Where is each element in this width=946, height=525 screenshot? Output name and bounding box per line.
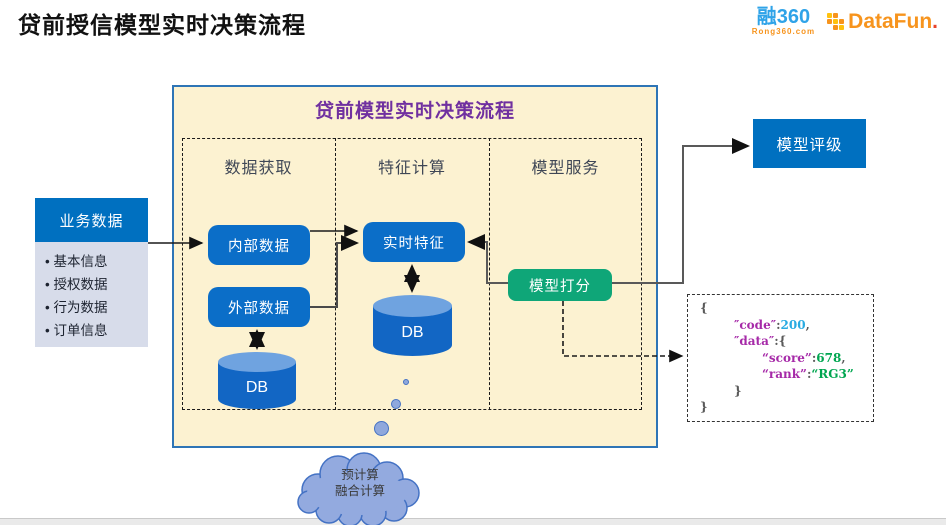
list-item: 行为数据 <box>45 296 142 319</box>
node-realtime-features: 实时特征 <box>363 222 465 262</box>
database-icon <box>218 352 296 409</box>
list-item: 基本信息 <box>45 250 142 273</box>
rong360-logo-text: 融360 <box>756 6 811 28</box>
database-cylinder-1: DB <box>218 352 296 410</box>
datafun-logo-dot: . <box>932 9 938 33</box>
thought-dot-small <box>403 379 409 385</box>
json-key-data: ″data″ <box>734 334 775 348</box>
cloud-icon <box>297 452 420 525</box>
json-value-code: 200 <box>780 317 806 332</box>
db-label: DB <box>245 378 269 396</box>
business-data-header: 业务数据 <box>35 198 148 242</box>
database-icon <box>373 295 452 356</box>
list-item: 订单信息 <box>45 319 142 342</box>
json-value-rank: “RG3” <box>811 367 854 381</box>
datafun-logo-text: DataFun <box>848 9 933 33</box>
rong360-logo: 融360 Rong360.com <box>752 7 815 36</box>
json-value-score: 678 <box>816 350 842 365</box>
business-data-list: 基本信息 授权数据 行为数据 订单信息 <box>35 242 148 347</box>
rong360-logo-subtext: Rong360.com <box>751 27 816 36</box>
node-external-data: 外部数据 <box>208 287 310 327</box>
logo-area: 融360 Rong360.com DataFun. <box>752 7 938 36</box>
cloud-text: 预计算 融合计算 <box>288 467 432 499</box>
node-internal-data: 内部数据 <box>208 225 310 265</box>
json-key-code: ″code″ <box>734 317 777 332</box>
cloud-line-1: 预计算 <box>341 468 379 482</box>
json-response-box: { ″code″:200, ″data″:{ “score”:678, “ran… <box>687 294 874 422</box>
thought-dot-large <box>374 421 389 436</box>
node-model-scoring: 模型打分 <box>508 269 612 301</box>
json-brace: { <box>700 301 708 315</box>
window-bottom-strip <box>0 518 946 525</box>
datafun-logo: DataFun. <box>827 10 938 34</box>
list-item: 授权数据 <box>45 273 142 296</box>
stage-label-data-acquisition: 数据获取 <box>224 160 293 177</box>
stage-divider-1 <box>335 138 336 410</box>
stage-label-feature-computation: 特征计算 <box>377 160 446 177</box>
stage-divider-2 <box>489 138 490 410</box>
node-model-rating: 模型评级 <box>753 119 866 168</box>
datafun-pixel-icon <box>827 13 845 30</box>
database-cylinder-2: DB <box>373 295 452 357</box>
page-title: 贷前授信模型实时决策流程 <box>18 12 306 38</box>
json-brace: } <box>700 400 708 414</box>
cloud-callout: 预计算 融合计算 <box>288 450 432 525</box>
db-label: DB <box>401 323 424 341</box>
json-brace: } <box>734 383 742 398</box>
stage-label-model-service: 模型服务 <box>531 160 600 177</box>
json-key-rank: “rank” <box>762 367 807 381</box>
cloud-line-2: 融合计算 <box>334 484 385 498</box>
json-key-score: “score” <box>762 350 812 365</box>
thought-dot-medium <box>391 399 401 409</box>
process-panel-title: 贷前模型实时决策流程 <box>314 101 515 122</box>
